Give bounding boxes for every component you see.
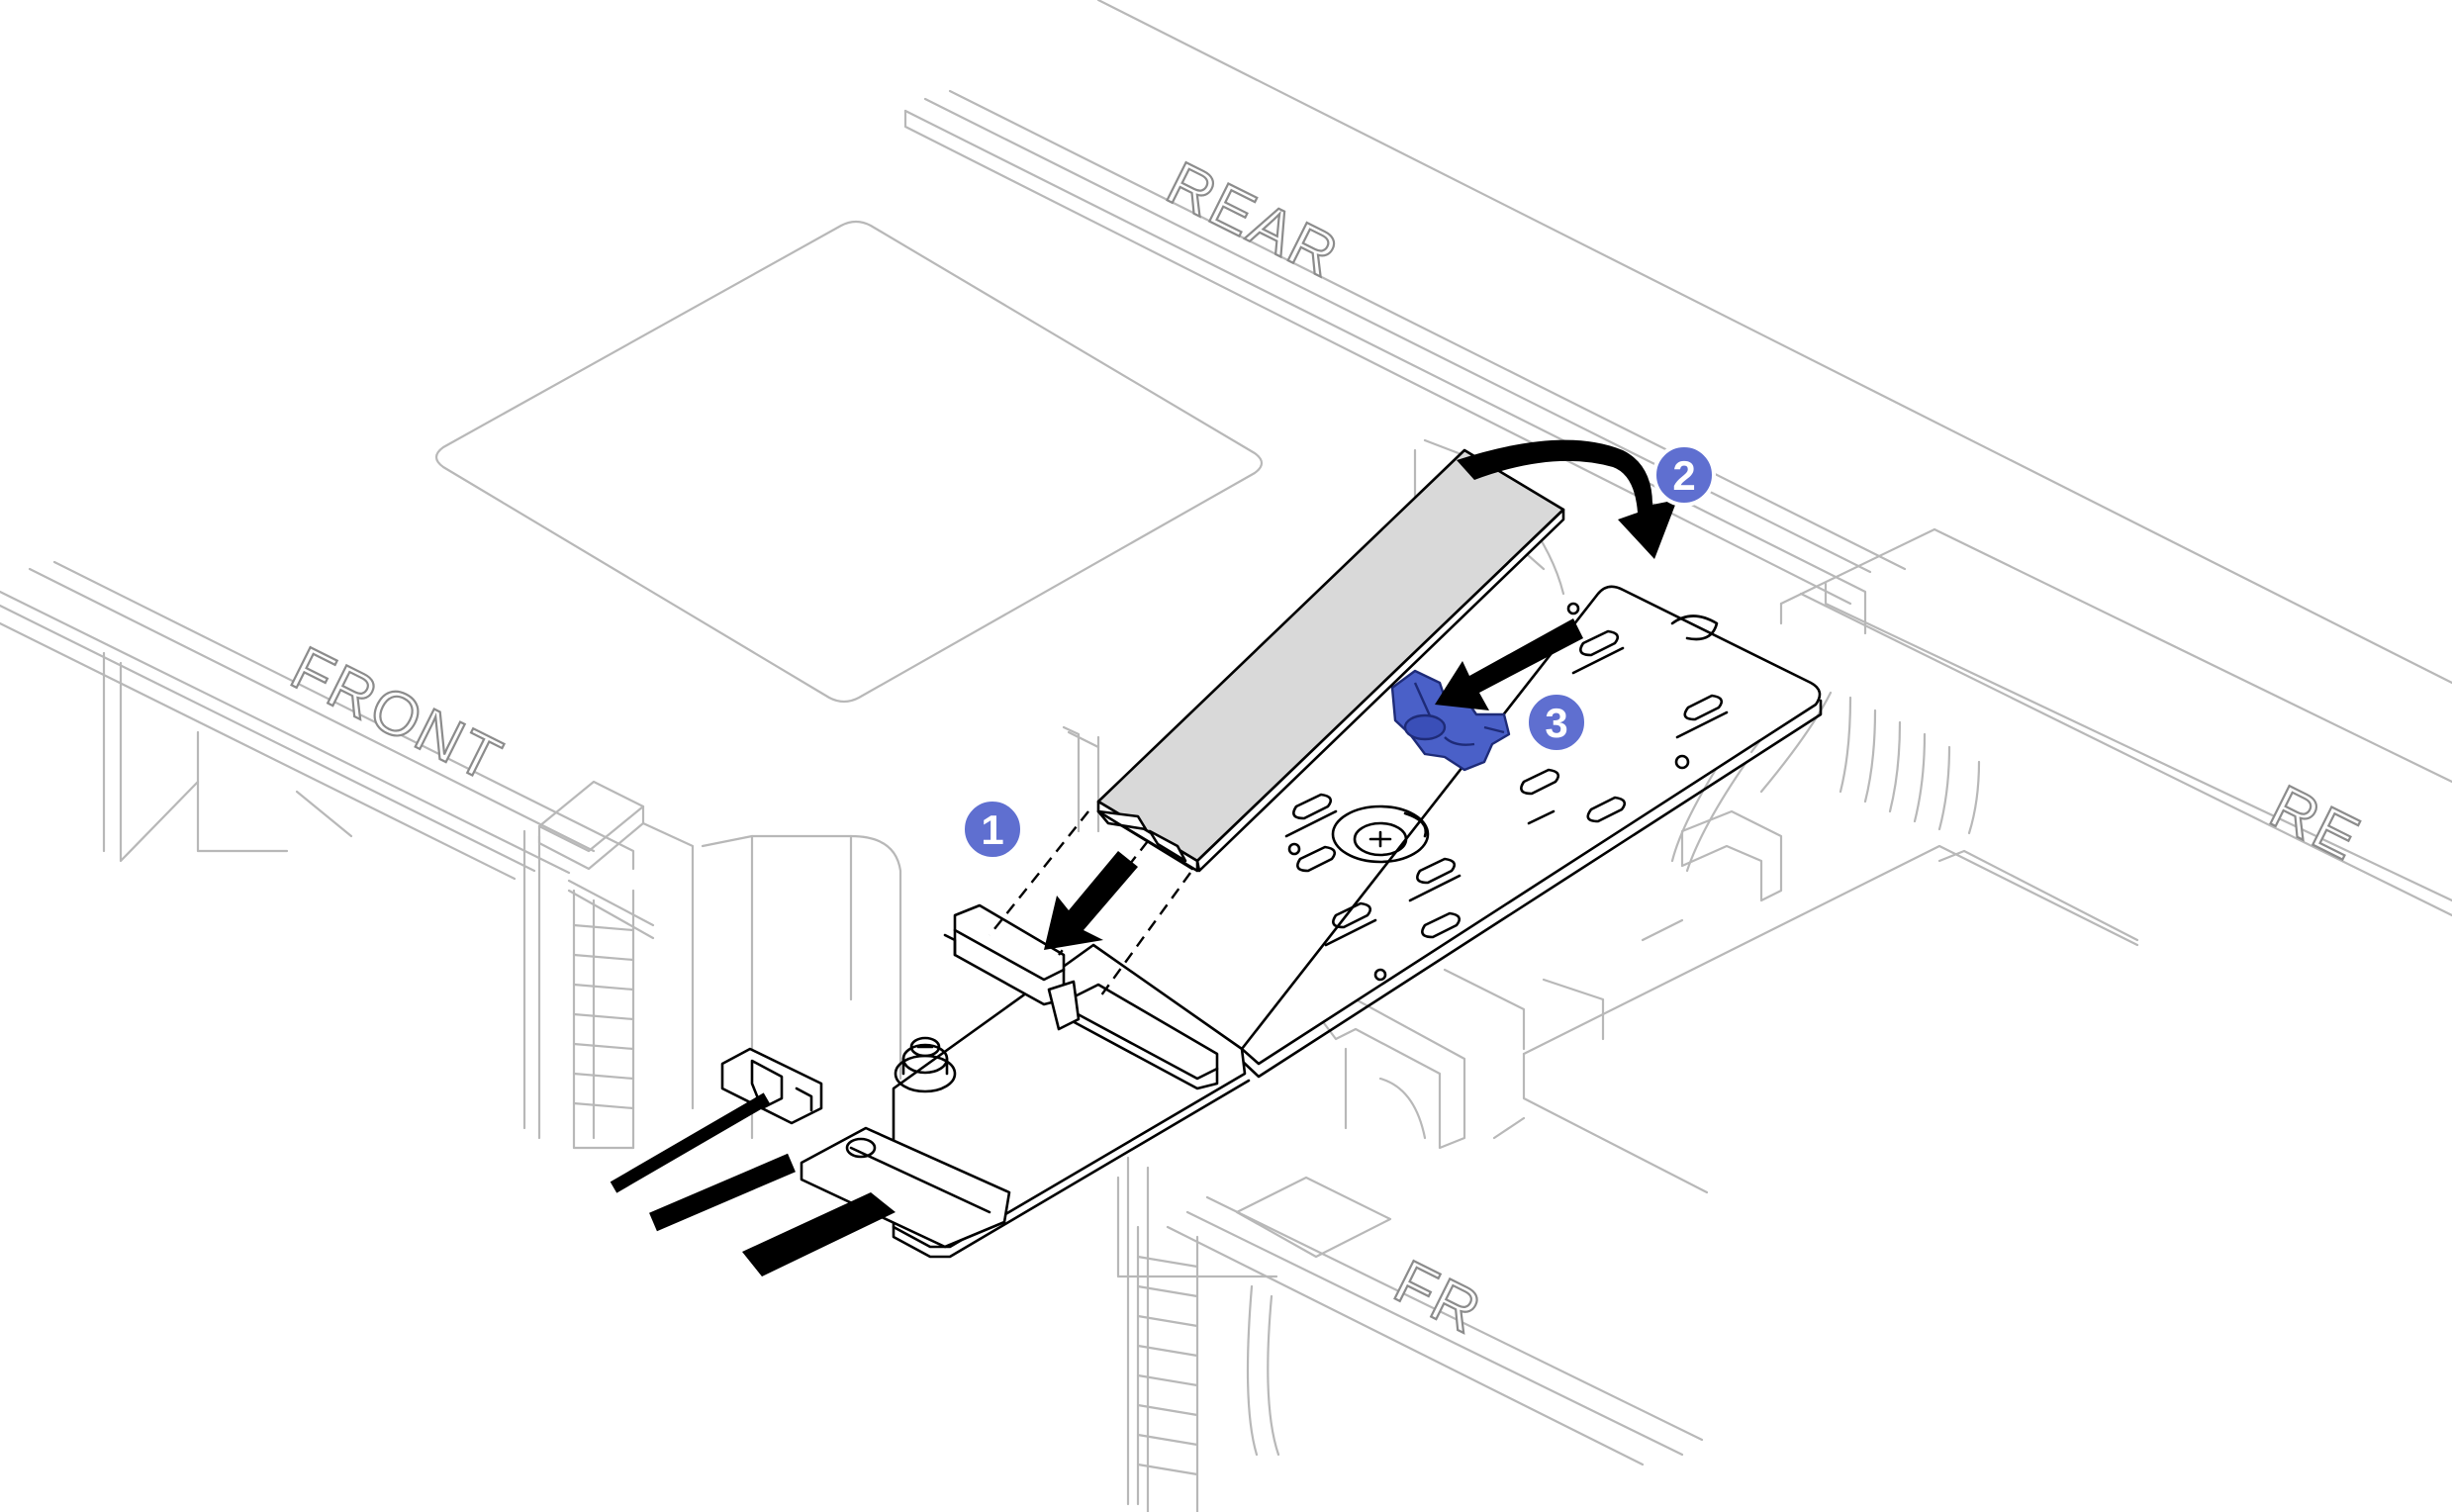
m2-connector-right — [1047, 980, 1219, 1090]
cables — [610, 1092, 896, 1276]
callout-2: 2 — [1652, 443, 1716, 507]
board-screw — [894, 1036, 957, 1093]
m2-adapter-board — [720, 903, 1251, 1259]
thermal-pad-outline — [434, 220, 1264, 704]
callout-1: 1 — [961, 798, 1024, 861]
callout-2-number: 2 — [1672, 452, 1695, 499]
m2-drive — [1096, 448, 1565, 873]
callout-1-number: 1 — [981, 806, 1003, 853]
latch-arrow — [1435, 618, 1583, 710]
action-arrows — [1044, 439, 1677, 950]
front-label: FRONT — [281, 634, 514, 797]
rear-label: REAR — [1157, 149, 1351, 292]
callout-3-number: 3 — [1545, 700, 1567, 746]
left-fin-stack — [572, 889, 635, 1150]
insert-arrow — [1044, 851, 1138, 950]
cable-connector — [720, 1047, 823, 1125]
bottom-fin-stack — [1136, 1225, 1280, 1512]
callout-1-circle — [961, 798, 1024, 861]
m2-connector-left — [943, 903, 1066, 1006]
callout-2-circle — [1652, 443, 1716, 507]
m2-mounting-plate — [1240, 585, 1823, 1079]
power-connector — [800, 1126, 1011, 1249]
callout-3-circle — [1525, 691, 1588, 754]
rear-partial-label: RE — [2260, 773, 2372, 875]
front-partial-label: FR — [1384, 1248, 1493, 1348]
plate-slots — [1284, 629, 1729, 947]
standoff-screw — [1331, 804, 1430, 864]
rotate-arrow — [1457, 439, 1677, 559]
callout-3: 3 — [1525, 691, 1588, 754]
